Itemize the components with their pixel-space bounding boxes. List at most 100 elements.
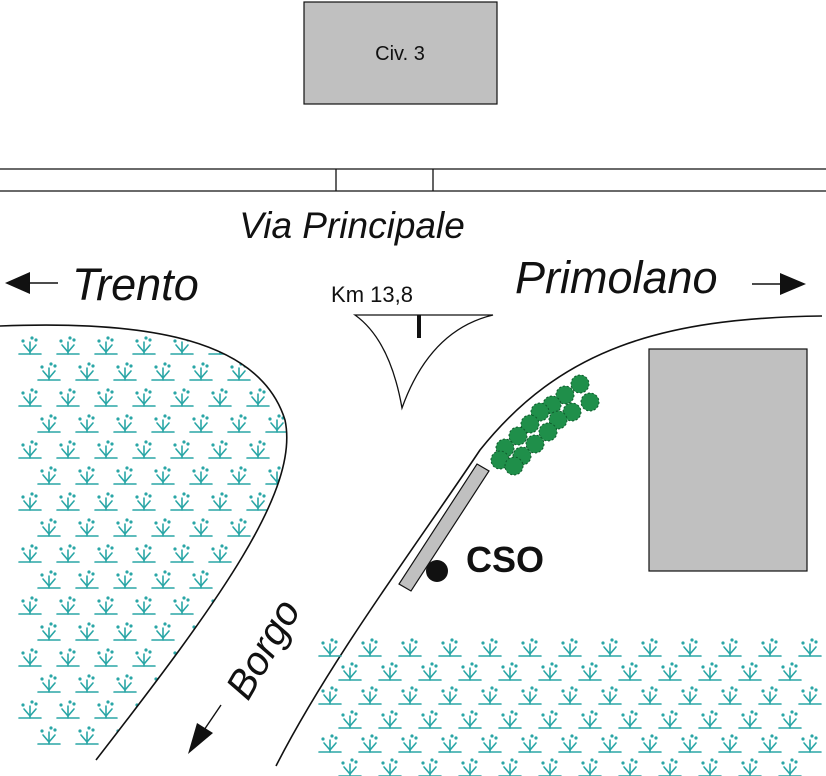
marsh-symbol-icon xyxy=(418,758,442,776)
tree-icon xyxy=(530,402,550,422)
marsh-symbol-icon xyxy=(151,466,175,485)
marsh-symbol-icon xyxy=(75,570,99,589)
marsh-symbol-icon xyxy=(113,726,137,745)
marsh-symbol-icon xyxy=(738,758,762,776)
marsh-symbol-icon xyxy=(284,388,287,407)
marsh-symbol-icon xyxy=(94,544,118,563)
tree-icon xyxy=(508,426,528,446)
marsh-symbol-icon xyxy=(498,662,522,681)
tree-icon xyxy=(562,402,582,422)
marsh-symbol-icon xyxy=(398,734,422,753)
point-marker-icon xyxy=(426,560,448,582)
marsh-symbol-icon xyxy=(246,440,270,459)
marsh-symbol-icon xyxy=(18,648,42,667)
marsh-symbol-icon xyxy=(37,466,61,485)
marsh-symbol-icon xyxy=(132,596,156,615)
marsh-symbol-icon xyxy=(113,362,137,381)
marsh-symbol-icon xyxy=(718,638,742,657)
marsh-symbol-icon xyxy=(358,686,382,705)
marsh-symbol-icon xyxy=(558,686,582,705)
marsh-symbol-icon xyxy=(438,734,462,753)
marsh-area-right xyxy=(318,638,822,776)
building-civ-3 xyxy=(303,1,498,105)
arrow-left-icon xyxy=(5,272,58,294)
marsh-symbol-icon xyxy=(638,638,662,657)
marsh-symbol-icon xyxy=(738,662,762,681)
marsh-symbol-icon xyxy=(338,710,362,729)
marsh-symbol-icon xyxy=(18,336,42,355)
marsh-symbol-icon xyxy=(37,726,61,745)
marsh-symbol-icon xyxy=(778,662,802,681)
marsh-symbol-icon xyxy=(189,570,213,589)
marsh-symbol-icon xyxy=(338,662,362,681)
marsh-symbol-icon xyxy=(778,758,802,776)
marsh-symbol-icon xyxy=(338,758,362,776)
marsh-symbol-icon xyxy=(518,638,542,657)
marsh-symbol-icon xyxy=(151,622,175,641)
marsh-symbol-icon xyxy=(265,362,287,381)
marsh-symbol-icon xyxy=(738,710,762,729)
marsh-symbol-icon xyxy=(208,648,232,667)
marsh-symbol-icon xyxy=(37,674,61,693)
marsh-symbol-icon xyxy=(75,414,99,433)
marsh-symbol-icon xyxy=(75,726,99,745)
marsh-symbol-icon xyxy=(265,466,287,485)
marsh-symbol-icon xyxy=(189,674,213,693)
marsh-symbol-icon xyxy=(170,440,194,459)
marsh-symbol-icon xyxy=(618,758,642,776)
marsh-symbol-icon xyxy=(246,388,270,407)
direction-right-label: Primolano xyxy=(515,252,718,303)
marsh-symbol-icon xyxy=(18,544,42,563)
marsh-symbol-icon xyxy=(170,544,194,563)
marsh-symbol-icon xyxy=(318,686,342,705)
marsh-symbol-icon xyxy=(438,686,462,705)
marsh-symbol-icon xyxy=(113,674,137,693)
marsh-symbol-icon xyxy=(378,662,402,681)
marsh-symbol-icon xyxy=(478,734,502,753)
marsh-symbol-icon xyxy=(778,710,802,729)
marsh-symbol-icon xyxy=(378,710,402,729)
marsh-symbol-icon xyxy=(151,362,175,381)
marsh-symbol-icon xyxy=(358,638,382,657)
marsh-symbol-icon xyxy=(94,388,118,407)
marsh-symbol-icon xyxy=(498,758,522,776)
marsh-symbol-icon xyxy=(113,518,137,537)
marsh-symbol-icon xyxy=(246,336,270,355)
marsh-symbol-icon xyxy=(18,440,42,459)
marsh-symbol-icon xyxy=(718,686,742,705)
marsh-symbol-icon xyxy=(618,662,642,681)
direction-left-label: Trento xyxy=(72,259,199,310)
building-right xyxy=(648,348,808,572)
marsh-symbol-icon xyxy=(170,492,194,511)
marsh-symbol-icon xyxy=(498,710,522,729)
marsh-symbol-icon xyxy=(94,648,118,667)
marsh-symbol-icon xyxy=(75,362,99,381)
marsh-symbol-icon xyxy=(318,734,342,753)
marsh-symbol-icon xyxy=(227,362,251,381)
traffic-island xyxy=(352,314,494,411)
marsh-symbol-icon xyxy=(170,596,194,615)
marsh-symbol-icon xyxy=(56,388,80,407)
marsh-symbol-icon xyxy=(284,648,287,667)
marsh-symbol-icon xyxy=(578,758,602,776)
marsh-symbol-icon xyxy=(227,414,251,433)
marsh-symbol-icon xyxy=(246,492,270,511)
marsh-symbol-icon xyxy=(265,570,287,589)
marsh-symbol-icon xyxy=(678,638,702,657)
marsh-symbol-icon xyxy=(113,570,137,589)
marsh-symbol-icon xyxy=(438,638,462,657)
marsh-symbol-icon xyxy=(170,388,194,407)
marsh-symbol-icon xyxy=(94,700,118,719)
road-edge-left xyxy=(0,324,288,761)
tree-icon xyxy=(504,456,524,476)
marsh-symbol-icon xyxy=(56,648,80,667)
marsh-symbol-icon xyxy=(208,440,232,459)
marsh-symbol-icon xyxy=(56,440,80,459)
marsh-symbol-icon xyxy=(189,466,213,485)
marsh-symbol-icon xyxy=(132,440,156,459)
marsh-symbol-icon xyxy=(18,492,42,511)
marsh-symbol-icon xyxy=(208,544,232,563)
marsh-symbol-icon xyxy=(189,414,213,433)
marsh-symbol-icon xyxy=(538,758,562,776)
